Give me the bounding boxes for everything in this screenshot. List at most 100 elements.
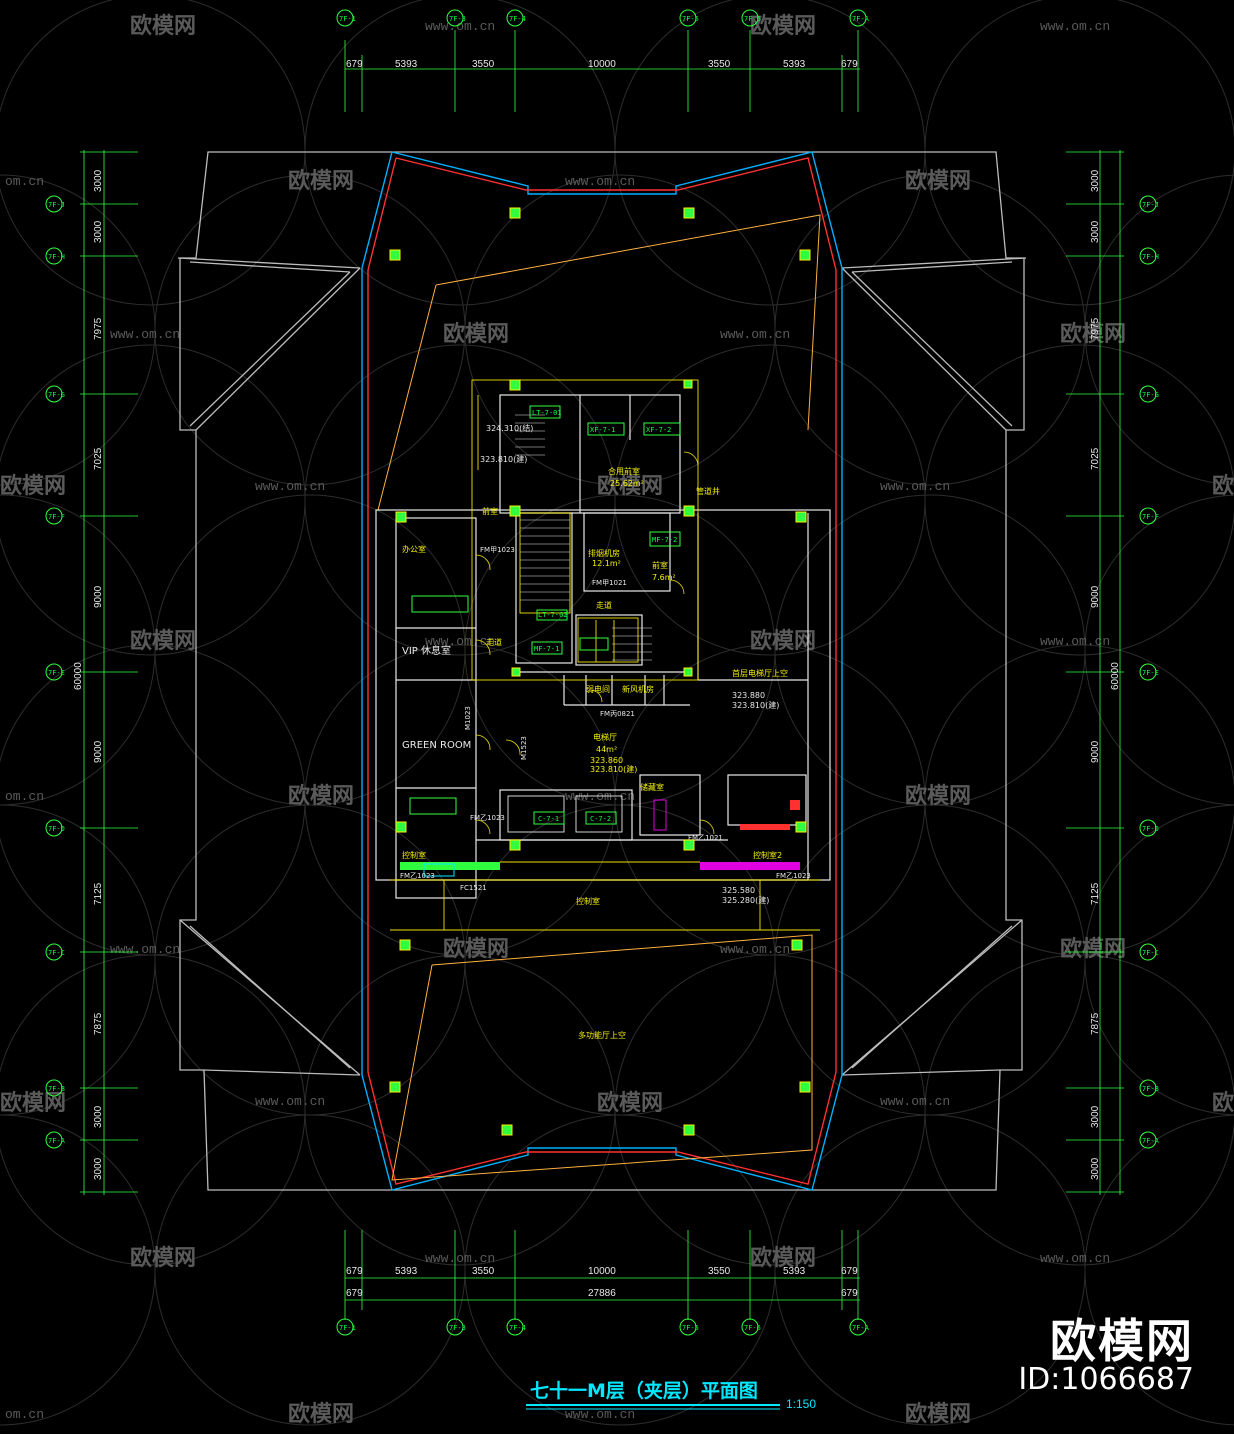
- dimension-right-text: 3000 3000 7975 7025 9000 9000 7125 7875 …: [1090, 169, 1121, 1180]
- grid-label: 7F-3: [449, 1324, 466, 1332]
- core-inner-lines: [390, 379, 820, 931]
- watermark-url: www.om.cn: [1040, 1251, 1110, 1266]
- grid-label: 7F-F: [48, 513, 65, 521]
- watermark-logo: 欧模网: [1212, 473, 1234, 499]
- equipment-label: XF-7-1: [590, 426, 615, 434]
- room-corridor-2: 走道: [486, 637, 502, 647]
- dim-left: 3000: [93, 169, 104, 192]
- watermark-logo: 欧模网: [905, 168, 971, 194]
- dim-left: 7025: [93, 447, 104, 470]
- watermark-logo: 欧模网: [597, 473, 663, 499]
- watermark-logo: 欧模网: [597, 1090, 663, 1116]
- room-storage: 储藏室: [640, 782, 664, 792]
- watermark-url: www.om.cn: [255, 1094, 325, 1109]
- room-front-area: 7.6m²: [652, 573, 676, 582]
- room-control: 控制室: [402, 850, 426, 860]
- equipment-boxes: [409, 405, 681, 825]
- room-elevator-hall-area: 44m²: [596, 745, 617, 754]
- grid-label: 7F-E: [1142, 669, 1159, 677]
- dim-bottom: 3550: [472, 1266, 495, 1277]
- door-labels: FM甲1023 FM乙1023 FM丙0821 M1523 M1023 FM甲1…: [400, 546, 811, 892]
- equipment-label: C-7-1: [538, 815, 559, 823]
- grid-label: 7F-D: [48, 825, 65, 833]
- equipment-label: C-7-2: [590, 815, 611, 823]
- watermark-logo: 欧模网: [750, 1245, 816, 1271]
- room-elevator-hall-el2: 323.810(建): [590, 764, 637, 774]
- brand-id: ID:1066687: [1018, 1362, 1194, 1397]
- void-lines: [377, 214, 821, 1181]
- door-label: FM乙1023: [400, 872, 435, 880]
- door-label: FM乙1021: [688, 834, 723, 842]
- room-fire-front-area: 25.62m²: [610, 479, 644, 488]
- watermark-logo: 欧模网: [0, 473, 66, 499]
- stair-elevation-2: 323.810(建): [480, 454, 527, 464]
- dim-bottom: 679: [841, 1266, 858, 1277]
- stair-treads: [515, 414, 652, 661]
- watermark-url: www.om.cn: [565, 1407, 635, 1422]
- dim-right: 7875: [1090, 1012, 1101, 1035]
- dim-top: 679: [841, 59, 858, 70]
- watermark-logo: 欧模网: [443, 321, 509, 347]
- dim-right: 7125: [1090, 882, 1101, 905]
- room-elevator-hall: 电梯厅: [593, 732, 617, 742]
- grid-label: 7F-1: [339, 15, 356, 23]
- equipment-label: MF-7-2: [652, 536, 677, 544]
- dim-left: 7875: [93, 1012, 104, 1035]
- watermark-url: www.om.cn: [720, 327, 790, 342]
- watermark-logo: 欧模网: [288, 783, 354, 809]
- room-multi-hall: 多功能厅上空: [578, 1030, 626, 1040]
- room-smoke: 排烟机房: [588, 548, 620, 558]
- room-pipe-shaft: 管道井: [696, 486, 720, 496]
- watermark-logo: 欧模网: [288, 1401, 354, 1427]
- watermark-url: om.cn: [5, 1407, 44, 1422]
- dim-top: 5393: [783, 59, 806, 70]
- watermark-url: www.om.cn: [880, 1094, 950, 1109]
- dim-bottom-total: 27886: [588, 1288, 616, 1299]
- dim-right: 9000: [1090, 740, 1101, 763]
- dim-top: 3550: [472, 59, 495, 70]
- dim-bottom: 3550: [708, 1266, 731, 1277]
- dim-right-total: 60000: [1110, 662, 1121, 690]
- dimension-bottom-text: 679 5393 3550 10000 3550 5393 679 679 27…: [346, 1266, 858, 1299]
- watermark-url: www.om.cn: [565, 174, 635, 189]
- dim-right: 3000: [1090, 1157, 1101, 1180]
- watermark-url: www.om.cn: [255, 479, 325, 494]
- watermark-logo: 欧模网: [1060, 936, 1126, 962]
- grid-label: 7F-4: [509, 15, 526, 23]
- watermark-url: www.om.cn: [565, 789, 635, 804]
- brand-logo: 欧模网: [1050, 1314, 1194, 1368]
- watermark-url: om.cn: [5, 174, 44, 189]
- grid-label: 7F-H: [48, 253, 65, 261]
- dim-top: 679: [346, 59, 363, 70]
- door-label: FM乙1023: [470, 814, 505, 822]
- drawing-scale: 1:150: [786, 1397, 816, 1411]
- dim-left: 3000: [93, 1105, 104, 1128]
- drawing-title: 七十一M层（夹层）平面图: [530, 1379, 758, 1402]
- watermark-logo: 欧模网: [443, 936, 509, 962]
- grid-label: 7F-E: [48, 669, 65, 677]
- room-office: 办公室: [402, 544, 426, 554]
- door-label: FM甲1021: [592, 579, 627, 587]
- equipment-label: MF-7-1: [534, 645, 559, 653]
- dim-top: 3550: [708, 59, 731, 70]
- watermark-url: www.om.cn: [110, 327, 180, 342]
- dim-bottom-total: 679: [346, 1288, 363, 1299]
- grid-label: 7F-J: [1142, 201, 1159, 209]
- door-swings: [475, 451, 715, 835]
- grid-label: 7F-A: [852, 1324, 870, 1332]
- hall-elevation: 323.880: [732, 691, 765, 700]
- watermark-logo: 欧模网: [905, 783, 971, 809]
- watermark-layer: 欧模网 www.om.cn 欧模网 www.om.cn om.cn 欧模网 ww…: [0, 13, 1234, 1427]
- door-label: FM甲1023: [480, 546, 515, 554]
- grid-label: 7F-C: [48, 949, 65, 957]
- room-smoke-area: 12.1m²: [592, 559, 621, 568]
- watermark-logo: 欧模网: [130, 13, 196, 39]
- dim-right: 9000: [1090, 585, 1101, 608]
- door-label: FM乙1023: [776, 872, 811, 880]
- dimension-bottom: [344, 1230, 860, 1320]
- grid-label: 7F-H: [1142, 253, 1159, 261]
- grid-label: 7F-A: [48, 1137, 66, 1145]
- watermark-logo: 欧模网: [750, 628, 816, 654]
- watermark-logo: 欧模网: [130, 1245, 196, 1271]
